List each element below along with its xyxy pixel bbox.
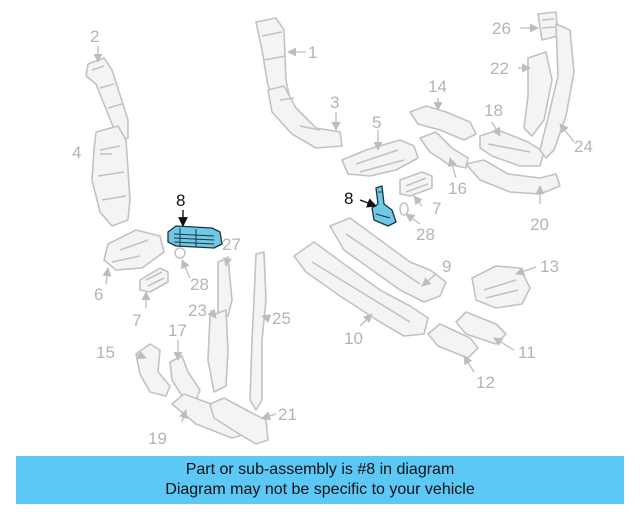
callout-8-left: 8 (176, 191, 185, 210)
callout-26: 26 (492, 19, 511, 38)
part-23-duct (207, 309, 229, 393)
callout-23: 23 (188, 301, 207, 320)
callout-labels: 1 2 3 4 5 6 7 7 8 8 9 10 11 12 13 14 15 … (72, 19, 593, 448)
part-10-duct (293, 241, 429, 337)
callout-28-right: 28 (416, 225, 435, 244)
callout-9: 9 (442, 257, 451, 276)
callout-8-right: 8 (344, 189, 353, 208)
part-15-duct (135, 343, 171, 397)
part-5-housing (341, 139, 419, 177)
part-13-housing (471, 265, 531, 309)
parts-diagram: 1 2 3 4 5 6 7 7 8 8 9 10 11 12 13 14 15 … (72, 11, 593, 448)
part-28-clip-right (399, 202, 409, 216)
highlight-leaders (178, 198, 377, 227)
leader-lines (93, 23, 575, 423)
callout-2: 2 (90, 27, 99, 46)
callout-16: 16 (448, 179, 467, 198)
caption-banner: Part or sub-assembly is #8 in diagram Di… (16, 456, 624, 504)
part-28-clip-left (174, 247, 186, 259)
part-14-duct (409, 105, 477, 141)
part-7-vent-left (139, 267, 169, 293)
part-7-vent-right (399, 171, 433, 197)
callout-19: 19 (148, 429, 167, 448)
callout-15: 15 (96, 343, 115, 362)
part-27-duct (217, 257, 233, 317)
callout-27: 27 (222, 235, 241, 254)
callout-24: 24 (574, 137, 593, 156)
callout-28-left: 28 (190, 275, 209, 294)
part-21-duct (209, 397, 269, 445)
callout-12: 12 (476, 373, 495, 392)
part-4-duct (91, 125, 131, 227)
callout-11: 11 (518, 343, 536, 362)
caption-line-1: Part or sub-assembly is #8 in diagram (185, 461, 455, 478)
part-17-duct (169, 355, 201, 401)
callout-14: 14 (428, 77, 447, 96)
callout-10: 10 (344, 329, 363, 348)
callout-18: 18 (484, 101, 503, 120)
callout-7-right: 7 (432, 199, 441, 218)
callout-13: 13 (540, 257, 559, 276)
part-18-duct (479, 129, 545, 167)
part-11-duct (455, 311, 507, 345)
part-24-duct (539, 23, 575, 159)
callout-21: 21 (278, 405, 297, 424)
callout-3: 3 (330, 93, 339, 112)
part-6-housing (103, 229, 165, 271)
callout-22: 22 (490, 59, 509, 78)
callout-25: 25 (272, 309, 291, 328)
callout-20: 20 (530, 215, 549, 234)
part-26-vent (537, 11, 559, 41)
callout-7-left: 7 (132, 311, 141, 330)
part-25-duct (249, 251, 267, 411)
callout-17: 17 (168, 321, 187, 340)
part-22-duct (523, 51, 553, 137)
part-8-highlighted-left (167, 225, 223, 249)
callout-4: 4 (72, 143, 81, 162)
part-20-duct (465, 159, 561, 195)
part-9-duct (329, 217, 447, 303)
part-2-duct (85, 57, 129, 141)
callout-6: 6 (94, 285, 103, 304)
callout-1: 1 (308, 43, 317, 62)
callout-5: 5 (372, 113, 381, 132)
part-12-duct (427, 323, 479, 359)
caption-line-2: Diagram may not be specific to your vehi… (165, 481, 475, 498)
part-3-duct (267, 85, 343, 149)
